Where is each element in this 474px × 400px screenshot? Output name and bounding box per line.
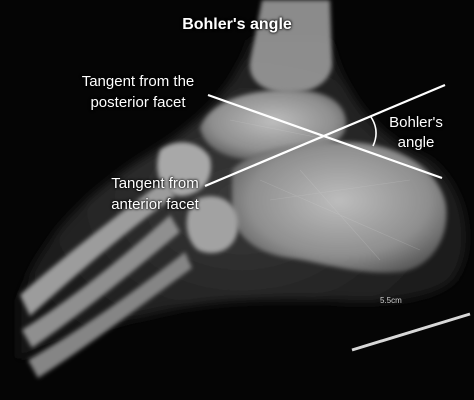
posterior-facet-label: Tangent from the posterior facet xyxy=(58,71,218,113)
bohler-angle-label: Bohler's angle xyxy=(376,113,456,153)
angle-label-line-2: angle xyxy=(376,133,456,153)
anterior-label-line-1: Tangent from xyxy=(80,173,230,194)
posterior-label-line-1: Tangent from the xyxy=(58,71,218,92)
scale-bar xyxy=(352,314,470,350)
angle-label-line-1: Bohler's xyxy=(376,113,456,133)
posterior-label-line-2: posterior facet xyxy=(58,92,218,113)
scale-label: 5.5cm xyxy=(380,296,402,306)
image-title: Bohler's angle xyxy=(0,15,474,35)
anterior-label-line-2: anterior facet xyxy=(80,194,230,215)
anterior-facet-label: Tangent from anterior facet xyxy=(80,173,230,215)
